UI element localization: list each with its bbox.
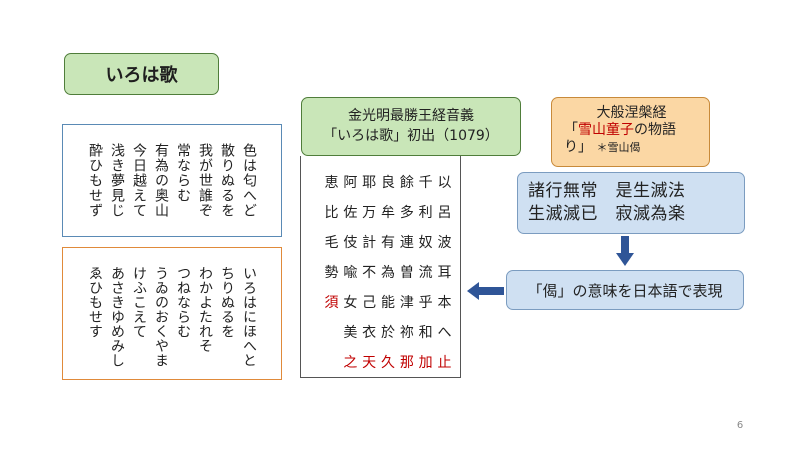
poem-kana-line: いろはにほへと xyxy=(241,266,257,368)
table-cell: 奴 xyxy=(418,235,433,251)
table-cell: 乎 xyxy=(418,295,433,311)
table-cell: 阿 xyxy=(343,175,358,191)
poem-kanji-line: 酔ひもせず xyxy=(87,143,103,218)
table-cell: 餘 xyxy=(399,175,414,191)
table-cell-highlight: 須 xyxy=(324,295,339,311)
table-cell: 女 xyxy=(343,295,358,311)
source-subtitle: 「いろは歌」初出（1079） xyxy=(323,128,499,144)
table-row: 毛 伎 計 有 連 奴 波 xyxy=(323,232,453,252)
table-cell: 多 xyxy=(399,205,414,221)
table-cell: へ xyxy=(437,325,452,341)
table-row: 恵 阿 耶 良 餘 千 以 xyxy=(323,172,453,192)
table-cell: 能 xyxy=(380,295,395,311)
table-cell: 勢 xyxy=(324,265,339,281)
table-cell: 利 xyxy=(418,205,433,221)
table-cell-highlight: 那 xyxy=(399,355,414,371)
table-row: 勢 喩 不 為 曽 流 耳 xyxy=(323,262,453,282)
page-number: 6 xyxy=(736,420,744,431)
meaning-text: 「偈」の意味を日本語で表現 xyxy=(527,281,723,300)
table-cell: 和 xyxy=(418,325,433,341)
poem-kanji-line: 常ならむ xyxy=(175,143,191,203)
table-cell: 牟 xyxy=(380,205,395,221)
nirvana-story-line: 「雪山童子の物語 xyxy=(564,122,699,139)
table-cell: 良 xyxy=(380,175,395,191)
poem-kana-line: あさきゆめみし xyxy=(109,266,125,368)
table-cell-highlight: 止 xyxy=(437,355,452,371)
table-cell: 津 xyxy=(399,295,414,311)
table-cell-highlight: 天 xyxy=(362,355,377,371)
bracket-open: 「 xyxy=(564,122,578,138)
poem-kana-line: うゐのおくやま xyxy=(153,266,169,368)
table-cell-highlight: 久 xyxy=(380,355,395,371)
nirvana-story-line: り」 ＊雪山偈 xyxy=(564,139,699,156)
table-row: 美 衣 於 祢 和 へ xyxy=(323,322,453,342)
poem-kanji-line: 今日越えて xyxy=(131,143,147,218)
table-cell: 美 xyxy=(343,325,358,341)
table-cell: 耳 xyxy=(437,265,452,281)
verse-box: 諸行無常 是生滅法 生滅滅已 寂滅為楽 xyxy=(517,172,745,234)
table-cell: 己 xyxy=(362,295,377,311)
left-arrow-icon xyxy=(467,282,504,300)
kanji-table: 恵 阿 耶 良 餘 千 以 比 佐 万 牟 多 利 呂 毛 伎 計 有 連 奴 … xyxy=(300,156,461,378)
nirvana-rest: の物語 xyxy=(634,122,676,138)
poem-kana-line: ゑひもせす xyxy=(87,266,103,339)
table-cell: 祢 xyxy=(399,325,414,341)
table-cell: 恵 xyxy=(324,175,339,191)
title-box: いろは歌 xyxy=(64,53,219,95)
source-title: 金光明最勝王経音義 xyxy=(348,108,474,124)
meaning-box: 「偈」の意味を日本語で表現 xyxy=(506,270,744,310)
table-cell-highlight: 之 xyxy=(343,355,358,371)
source-box: 金光明最勝王経音義 「いろは歌」初出（1079） xyxy=(301,97,521,156)
table-cell: 本 xyxy=(437,295,452,311)
table-cell: 衣 xyxy=(362,325,377,341)
table-cell: 於 xyxy=(380,325,395,341)
poem-kana-line: けふこえて xyxy=(131,266,147,339)
table-cell: 呂 xyxy=(437,205,452,221)
table-cell: 比 xyxy=(324,205,339,221)
table-cell: 波 xyxy=(437,235,452,251)
verse-line: 生滅滅已 寂滅為楽 xyxy=(528,204,686,224)
table-cell: 連 xyxy=(399,235,414,251)
verse-line: 諸行無常 是生滅法 xyxy=(528,181,686,201)
table-cell: 流 xyxy=(418,265,433,281)
nirvana-note: ＊雪山偈 xyxy=(596,141,641,154)
poem-kana-box: いろはにほへと ちりぬるを わかよたれそ つねならむ うゐのおくやま けふこえて… xyxy=(62,247,282,380)
table-cell: 以 xyxy=(437,175,452,191)
table-cell: 有 xyxy=(380,235,395,251)
poem-kanji-line: 色は匂へど xyxy=(241,143,257,218)
table-cell: 為 xyxy=(380,265,395,281)
table-cell: 佐 xyxy=(343,205,358,221)
table-cell: 伎 xyxy=(343,235,358,251)
table-cell: 千 xyxy=(418,175,433,191)
table-cell: 毛 xyxy=(324,235,339,251)
poem-kanji-line: 散りぬるを xyxy=(219,143,235,218)
poem-kanji-line: 我が世誰ぞ xyxy=(197,143,213,218)
table-row: 須 女 己 能 津 乎 本 xyxy=(323,292,453,312)
down-arrow-icon xyxy=(616,236,634,266)
poem-kanji-box: 色は匂へど 散りぬるを 我が世誰ぞ 常ならむ 有為の奥山 今日越えて 浅き夢見じ… xyxy=(62,124,282,237)
table-cell: 不 xyxy=(362,265,377,281)
table-cell xyxy=(323,322,340,342)
table-cell: 喩 xyxy=(343,265,358,281)
table-cell: 計 xyxy=(362,235,377,251)
poem-kana-line: つねならむ xyxy=(175,266,191,339)
poem-kanji-line: 有為の奥山 xyxy=(153,143,169,218)
nirvana-title: 大般涅槃経 xyxy=(596,105,667,121)
table-cell: 耶 xyxy=(362,175,377,191)
table-cell: 曽 xyxy=(399,265,414,281)
nirvana-sutra-box: 大般涅槃経 「雪山童子の物語 り」 ＊雪山偈 xyxy=(551,97,710,167)
table-cell xyxy=(323,352,340,372)
table-cell: 万 xyxy=(362,205,377,221)
table-row: 比 佐 万 牟 多 利 呂 xyxy=(323,202,453,222)
page-title: いろは歌 xyxy=(105,65,178,86)
poem-kanji-line: 浅き夢見じ xyxy=(109,143,125,218)
nirvana-line3: り」 xyxy=(564,139,592,155)
poem-kana-line: わかよたれそ xyxy=(197,266,213,353)
poem-kana-line: ちりぬるを xyxy=(219,266,235,339)
nirvana-highlight: 雪山童子 xyxy=(578,122,634,138)
table-row: 之 天 久 那 加 止 xyxy=(323,352,453,372)
table-cell-highlight: 加 xyxy=(418,355,433,371)
